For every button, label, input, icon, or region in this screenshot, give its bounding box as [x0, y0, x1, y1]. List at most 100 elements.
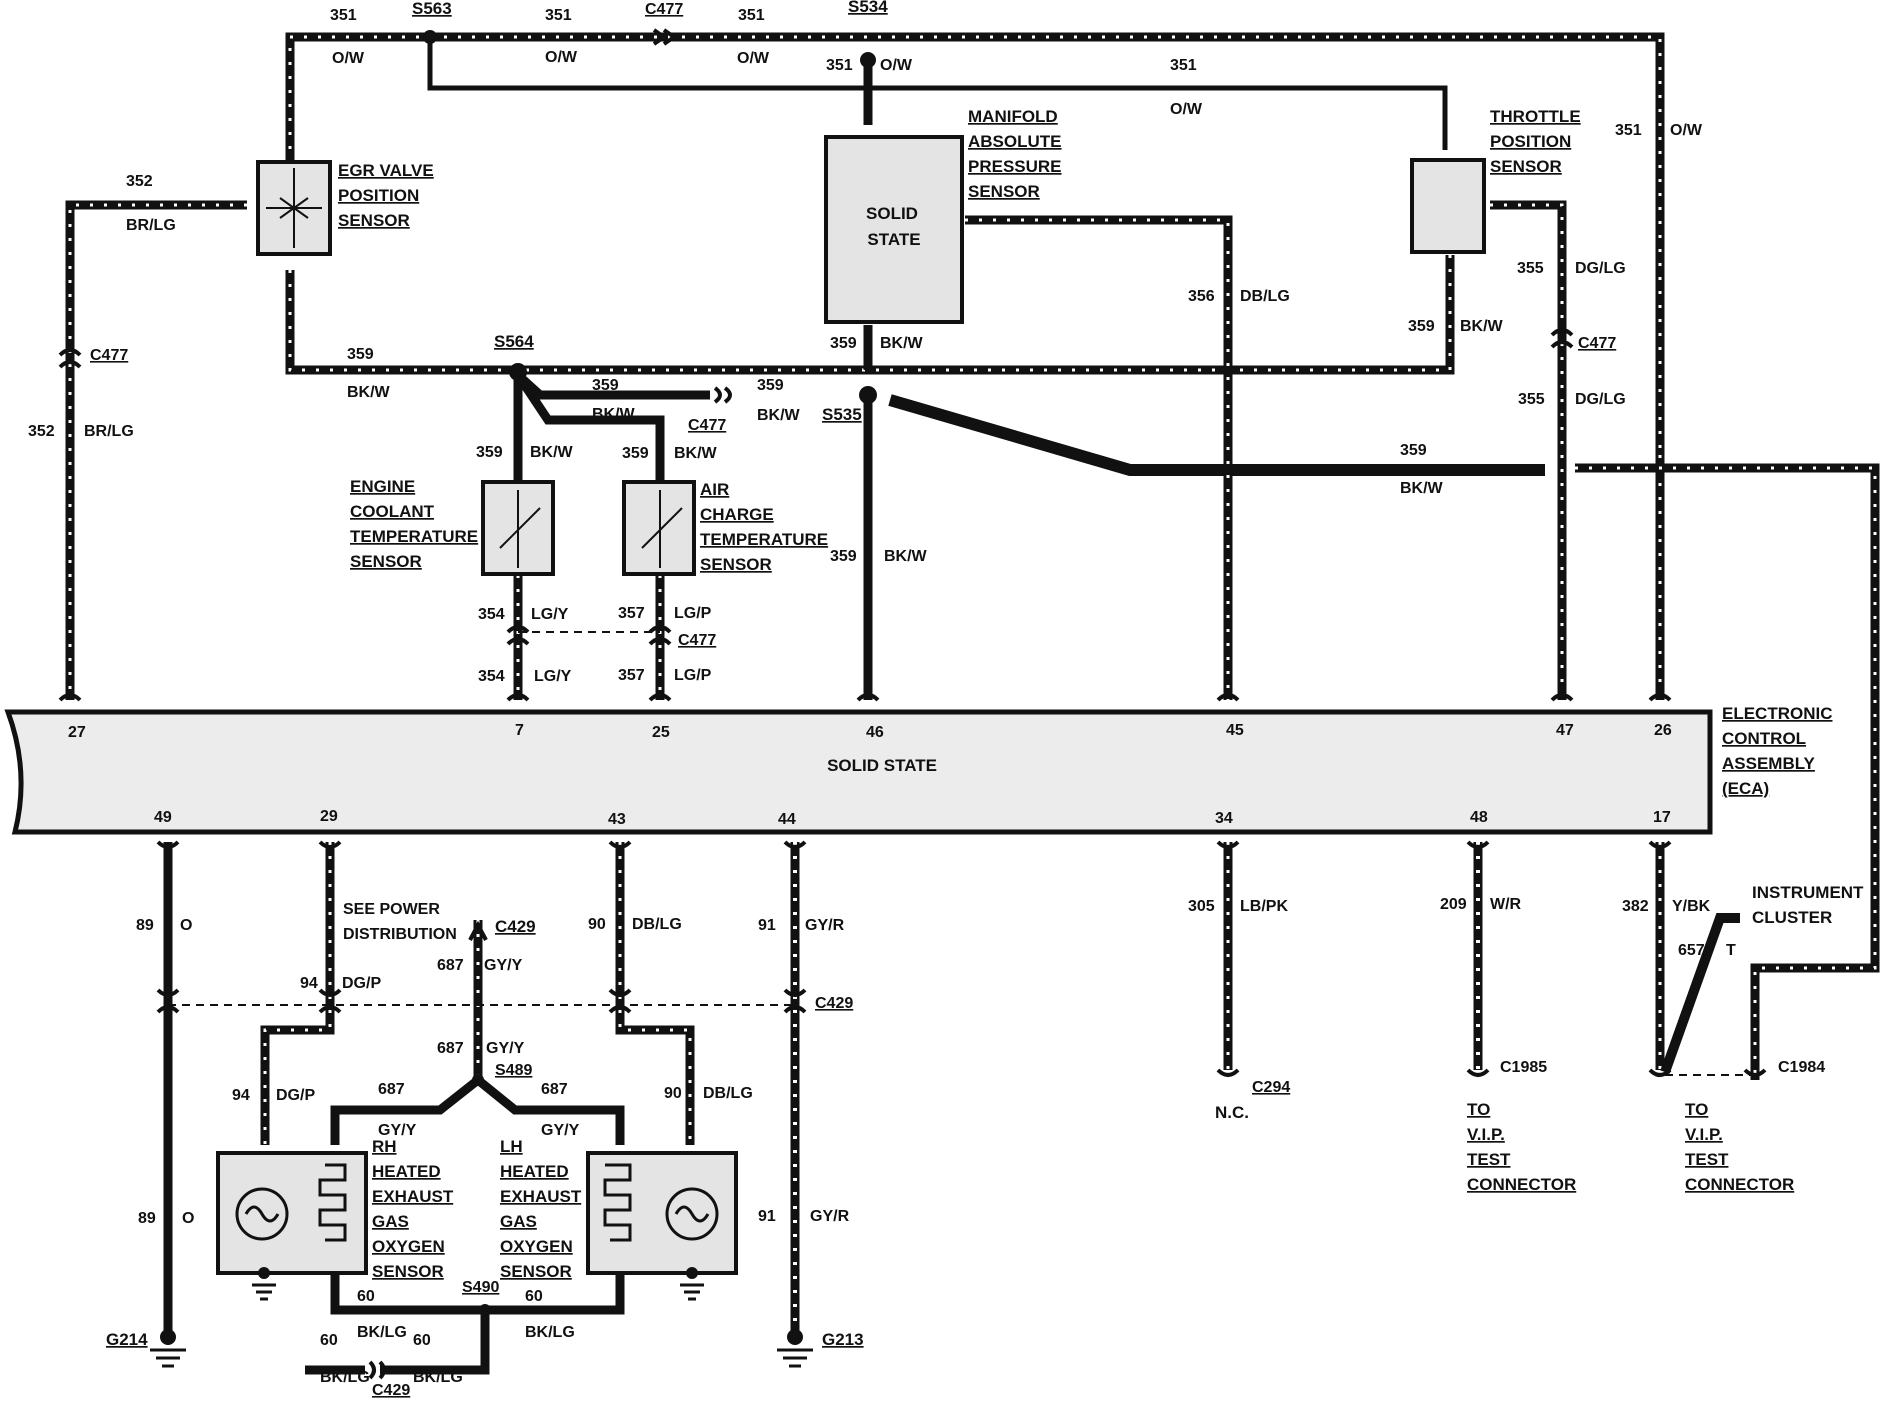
lbl-359-b: 359: [592, 377, 619, 394]
splice-dots: [423, 30, 877, 1316]
tps-l3: SENSOR: [1490, 157, 1562, 176]
vip2-l2: V.I.P.: [1685, 1125, 1723, 1144]
lh-l4: GAS: [500, 1212, 537, 1231]
vip2-l3: TEST: [1685, 1150, 1729, 1169]
rh-l6: SENSOR: [372, 1262, 444, 1281]
c477-low-label: C477: [678, 632, 716, 649]
lbl-dblg-a: DB/LG: [1240, 288, 1290, 305]
c477-mid-label: C477: [688, 417, 726, 434]
lbl-gyy-c: GY/Y: [378, 1122, 417, 1139]
lbl-352-b: 352: [28, 423, 55, 440]
map-l3: PRESSURE: [968, 157, 1062, 176]
lbl-351-f: 351: [1615, 122, 1642, 139]
vip1-l1: TO: [1467, 1100, 1490, 1119]
lbl-lgy-b: LG/Y: [534, 668, 572, 685]
lbl-355-b: 355: [1518, 391, 1545, 408]
wires: [65, 32, 1880, 1375]
eca-l2: CONTROL: [1722, 729, 1806, 748]
c429-a-label: C429: [495, 917, 536, 936]
wire-359-diag: [888, 394, 1545, 476]
s534-label: S534: [848, 0, 888, 16]
lh-l6: SENSOR: [500, 1262, 572, 1281]
lbl-dblg-c: DB/LG: [703, 1085, 753, 1102]
s564-label: S564: [494, 332, 534, 351]
lbl-351-a: 351: [330, 7, 357, 24]
lbl-209: 209: [1440, 896, 1467, 913]
lbl-lgy-a: LG/Y: [531, 606, 569, 623]
lbl-brlg-a: BR/LG: [126, 217, 176, 234]
lbl-brlg-b: BR/LG: [84, 423, 134, 440]
lbl-687-a: 687: [437, 957, 464, 974]
ect-l4: SENSOR: [350, 552, 422, 571]
lbl-354-b: 354: [478, 668, 505, 685]
see-power-label: SEE POWER DISTRIBUTION: [343, 901, 457, 943]
lbl-355-a: 355: [1517, 260, 1544, 277]
map-l1: MANIFOLD: [968, 107, 1058, 126]
lh-l5: OXYGEN: [500, 1237, 573, 1256]
map-l4: SENSOR: [968, 182, 1040, 201]
c429-c-label: C429: [372, 1382, 410, 1399]
sp-l2: DISTRIBUTION: [343, 926, 457, 943]
lbl-bkw-e: BK/W: [530, 444, 574, 461]
lbl-91-a: 91: [758, 917, 776, 934]
map-l2: ABSOLUTE: [968, 132, 1062, 151]
eca-pins-bottom: 49 29 43 44 34 48 17: [154, 808, 1671, 828]
lbl-wr: W/R: [1490, 896, 1522, 913]
lbl-305: 305: [1188, 898, 1215, 915]
egr-l2: POSITION: [338, 186, 419, 205]
c477-top-label: C477: [645, 1, 683, 18]
wire-356: [965, 215, 1233, 700]
lbl-89-a: 89: [136, 917, 154, 934]
lbl-60-d: 60: [320, 1332, 338, 1349]
vip1-l3: TEST: [1467, 1150, 1511, 1169]
lbl-lgp-b: LG/P: [674, 667, 712, 684]
lbl-bklg-a: BK/LG: [357, 1324, 407, 1341]
pin-44: 44: [778, 811, 796, 828]
ect-l1: ENGINE: [350, 477, 415, 496]
lbl-bklg-b: BK/LG: [525, 1324, 575, 1341]
act-l3: TEMPERATURE: [700, 530, 828, 549]
sp-l1: SEE POWER: [343, 901, 440, 918]
lbl-89-b: 89: [138, 1210, 156, 1227]
lbl-o-b: O: [182, 1210, 194, 1227]
egr-l1: EGR VALVE: [338, 161, 434, 180]
rh-hego-box: [216, 1151, 368, 1275]
pin-34: 34: [1215, 810, 1233, 827]
pin-25: 25: [652, 724, 670, 741]
rh-l5: OXYGEN: [372, 1237, 445, 1256]
lbl-94-b: 94: [232, 1087, 250, 1104]
act-l1: AIR: [700, 480, 729, 499]
lbl-ow-e: O/W: [1170, 101, 1203, 118]
lbl-gyr-b: GY/R: [810, 1208, 850, 1225]
lbl-90-a: 90: [588, 916, 606, 933]
vip2-l4: CONNECTOR: [1685, 1175, 1794, 1194]
lbl-354-a: 354: [478, 606, 505, 623]
lbl-60-b: 60: [525, 1288, 543, 1305]
lbl-ow-b: O/W: [545, 49, 578, 66]
eca-pins-top: 27 7 25 46 45 47 26: [68, 722, 1672, 741]
map-label: MANIFOLD ABSOLUTE PRESSURE SENSOR: [968, 107, 1062, 201]
rh-l3: EXHAUST: [372, 1187, 454, 1206]
lbl-bkw-b: BK/W: [592, 406, 636, 423]
eca-inner-label: SOLID STATE: [827, 756, 937, 775]
rh-l1: RH: [372, 1137, 397, 1156]
pin-49: 49: [154, 809, 172, 826]
wire-359-act: [514, 372, 665, 480]
lbl-359-d: 359: [830, 335, 857, 352]
lbl-dgp-a: DG/P: [342, 975, 381, 992]
lbl-bkw-f: BK/W: [674, 445, 718, 462]
lbl-ow-f: O/W: [1670, 122, 1703, 139]
lbl-359-a: 359: [347, 346, 374, 363]
map-inner-l2: STATE: [867, 230, 920, 249]
lbl-60-c: 60: [413, 1332, 431, 1349]
lbl-bkw-c: BK/W: [757, 407, 801, 424]
lbl-94-a: 94: [300, 975, 318, 992]
pin-48: 48: [1470, 809, 1488, 826]
